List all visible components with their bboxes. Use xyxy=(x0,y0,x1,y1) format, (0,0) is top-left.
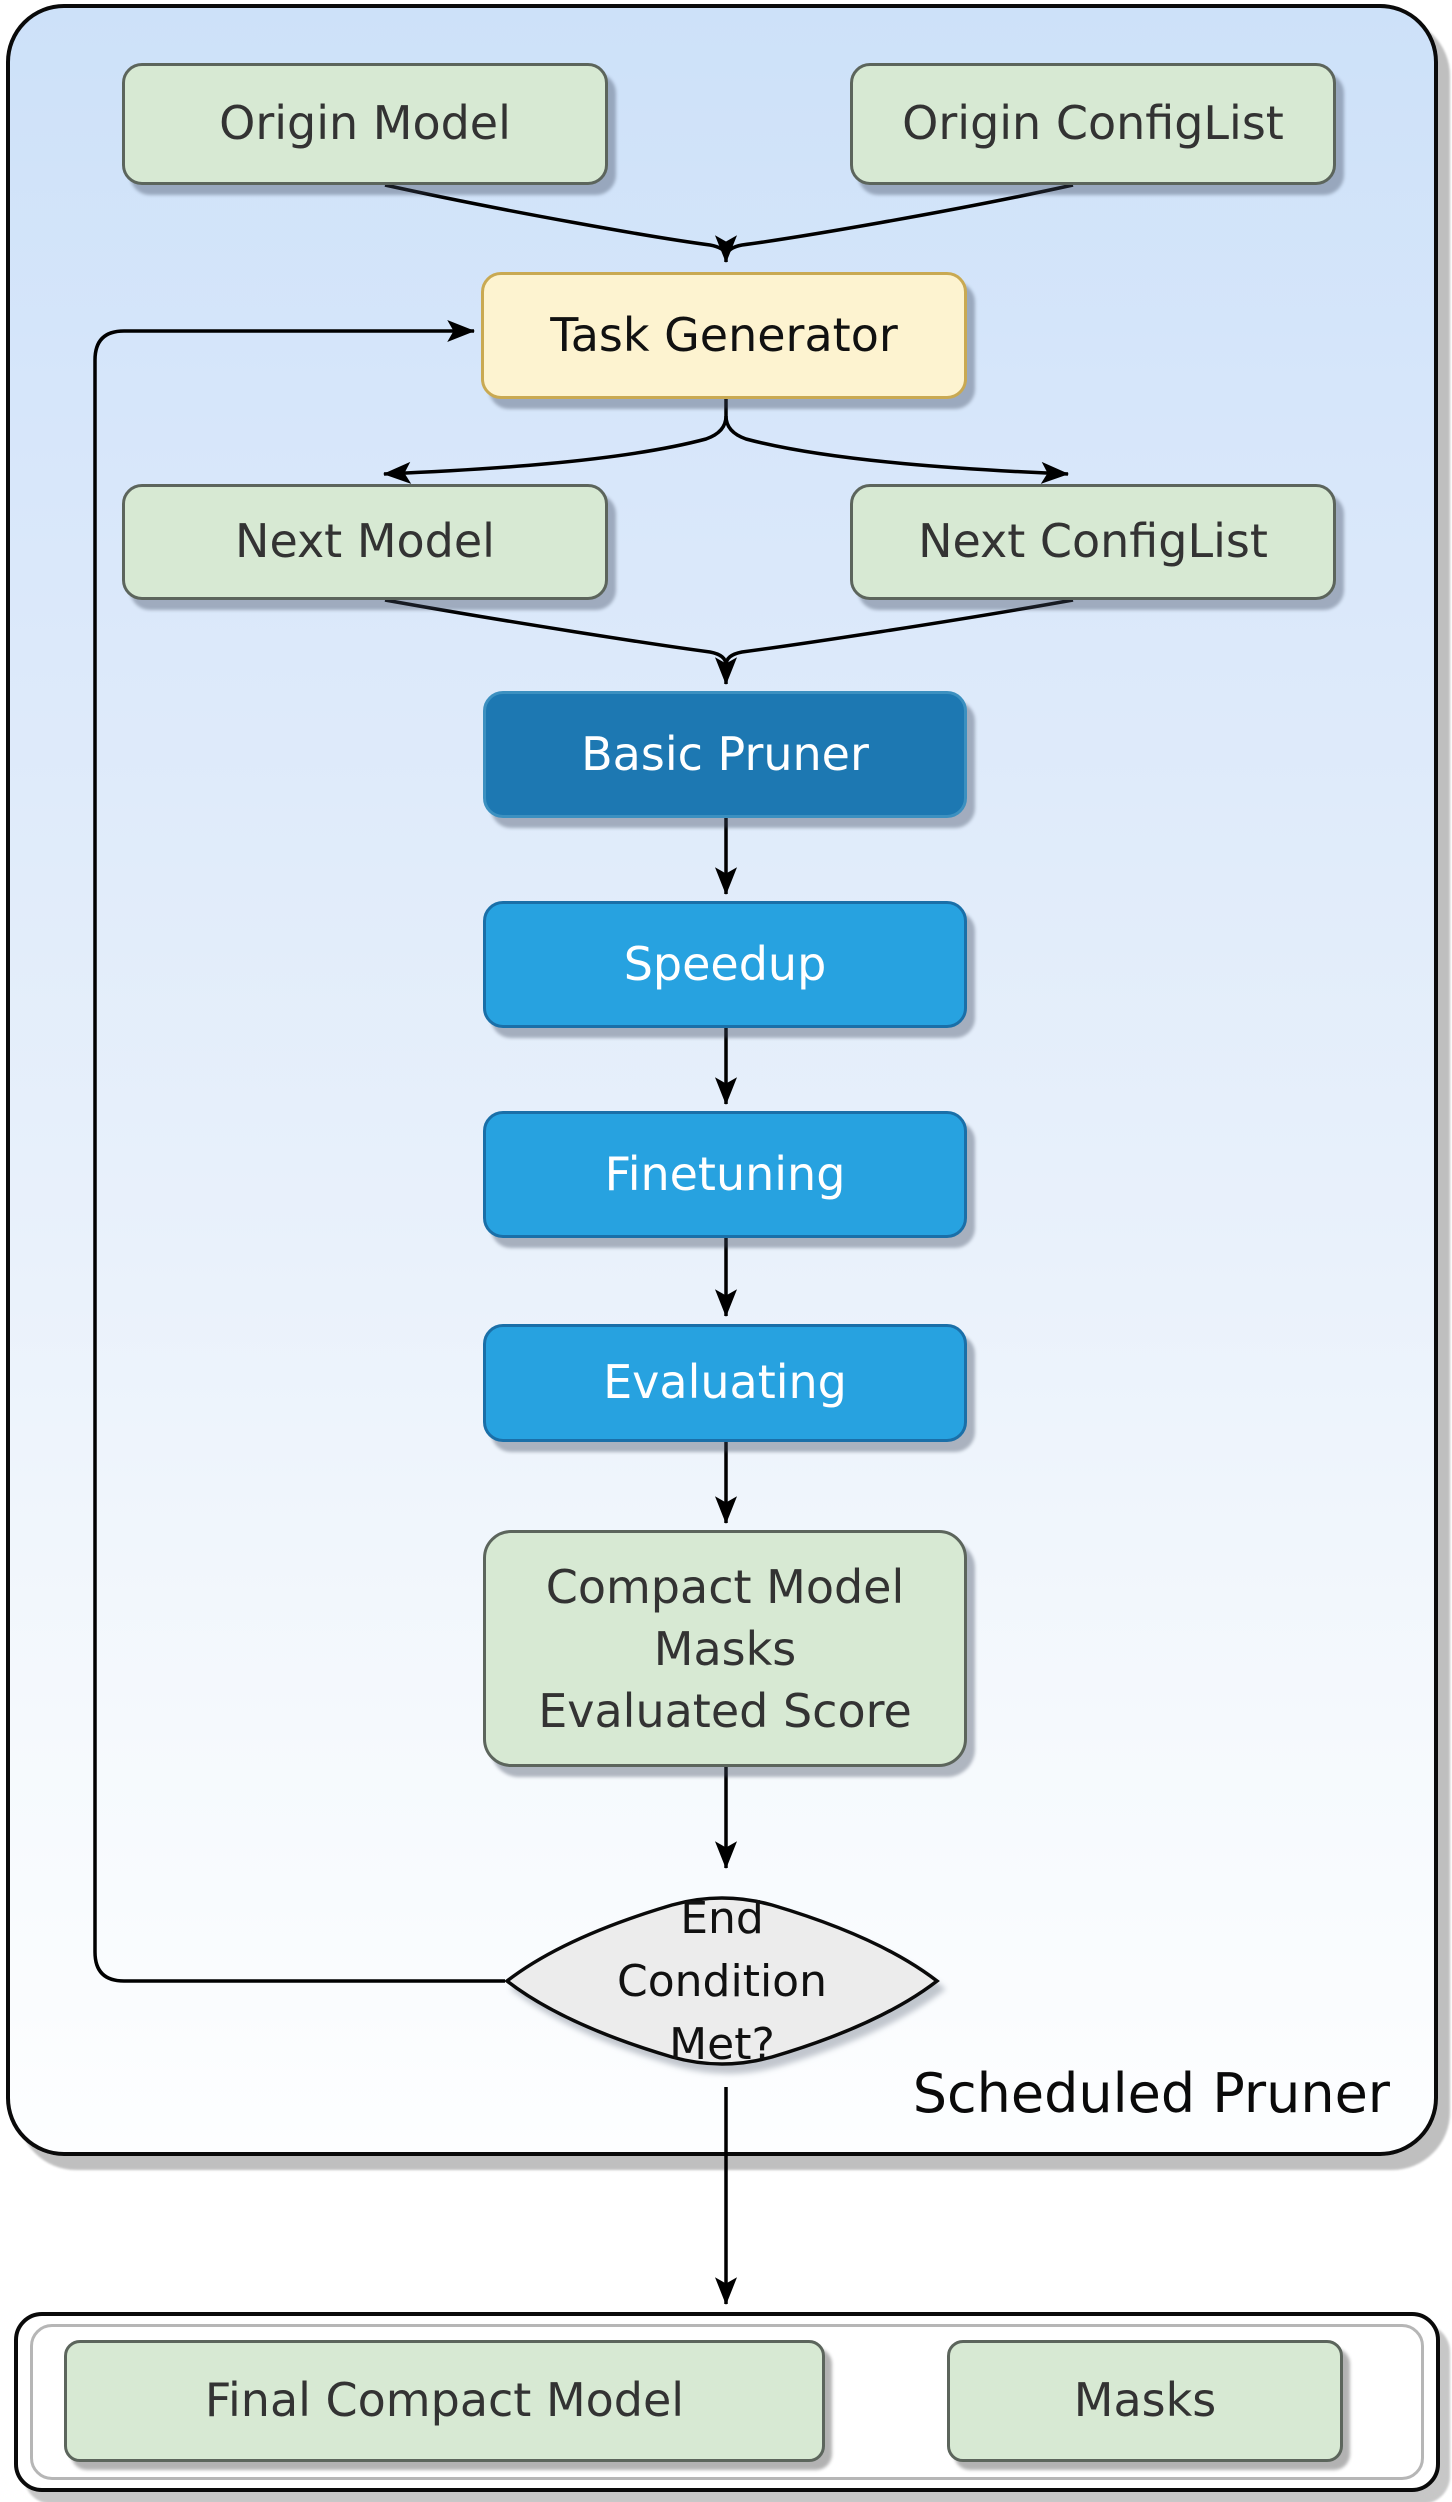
pruning-output-line-3: Evaluated Score xyxy=(538,1683,912,1738)
node-speedup-label: Speedup xyxy=(623,936,827,991)
scheduled-pruner-label: Scheduled Pruner xyxy=(912,2062,1390,2125)
node-next-model-label: Next Model xyxy=(235,514,495,569)
end-condition-line-1: End xyxy=(680,1892,764,1944)
node-evaluating-label: Evaluating xyxy=(603,1355,847,1410)
node-masks-label: Masks xyxy=(1073,2373,1217,2428)
node-origin-model-label: Origin Model xyxy=(219,96,511,151)
node-next-configlist-label: Next ConfigList xyxy=(918,514,1268,569)
node-finetuning-label: Finetuning xyxy=(604,1146,846,1201)
end-condition-line-2: Condition xyxy=(617,1955,827,2007)
node-origin-configlist: Origin ConfigList xyxy=(850,63,1336,185)
node-origin-configlist-label: Origin ConfigList xyxy=(902,96,1284,151)
node-end-condition: End Condition Met? xyxy=(500,1875,944,2087)
node-final-compact-model-label: Final Compact Model xyxy=(204,2373,685,2428)
node-evaluating: Evaluating xyxy=(483,1324,967,1442)
pruning-output-line-1: Compact Model xyxy=(545,1559,905,1614)
node-pruning-output-label: Compact Model Masks Evaluated Score xyxy=(486,1556,964,1742)
node-final-compact-model: Final Compact Model xyxy=(64,2340,825,2462)
node-basic-pruner: Basic Pruner xyxy=(483,691,967,818)
node-next-model: Next Model xyxy=(122,484,608,600)
end-condition-line-3: Met? xyxy=(669,2018,775,2070)
node-speedup: Speedup xyxy=(483,901,967,1028)
node-task-generator: Task Generator xyxy=(481,272,967,399)
node-origin-model: Origin Model xyxy=(122,63,608,185)
node-next-configlist: Next ConfigList xyxy=(850,484,1336,600)
node-pruning-output: Compact Model Masks Evaluated Score xyxy=(483,1530,967,1767)
node-finetuning: Finetuning xyxy=(483,1111,967,1238)
end-condition-diamond-shape xyxy=(504,1896,940,2066)
node-task-generator-label: Task Generator xyxy=(550,307,898,362)
node-basic-pruner-label: Basic Pruner xyxy=(581,726,869,781)
node-end-condition-label: End Condition Met? xyxy=(500,1859,944,2103)
pruning-output-line-2: Masks xyxy=(653,1621,797,1676)
node-masks: Masks xyxy=(947,2340,1343,2462)
